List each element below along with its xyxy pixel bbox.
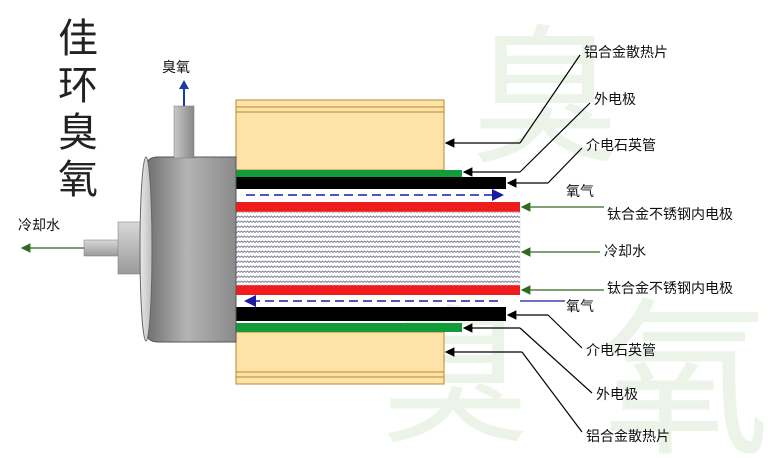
label-top-heatsink: 铝合金散热片 xyxy=(584,45,668,61)
quartz-tube-bottom xyxy=(236,307,506,321)
label-bottom-heatsink: 铝合金散热片 xyxy=(586,429,670,445)
inner-electrode-bottom xyxy=(236,285,520,295)
outer-electrode-top xyxy=(236,170,462,177)
brand-char: 环 xyxy=(58,63,98,109)
cooling-pipe xyxy=(83,221,149,275)
brand-char: 臭 xyxy=(58,110,98,156)
label-bottom-outer-electrode: 外电极 xyxy=(596,387,638,403)
brand-char: 佳 xyxy=(58,16,98,62)
heatsink-top xyxy=(235,99,445,171)
outer-electrode-bottom xyxy=(236,323,462,332)
quartz-tube-top xyxy=(236,177,506,189)
svg-text:臭: 臭 xyxy=(470,12,620,186)
label-bottom-oxygen: 氧气 xyxy=(566,299,594,315)
heatsink-bottom xyxy=(235,331,445,385)
label-top-oxygen: 氧气 xyxy=(566,184,594,200)
ozone-outlet-pipe xyxy=(173,80,195,159)
label-top-inner-electrode: 钛合金不锈钢内电极 xyxy=(607,207,733,223)
end-cap-cylinder xyxy=(139,156,237,343)
svg-text:氧: 氧 xyxy=(600,283,770,462)
label-top-quartz-tube: 介电石英管 xyxy=(586,137,656,154)
label-bottom-quartz-tube: 介电石英管 xyxy=(586,342,656,359)
label-cooling-water: 冷却水 xyxy=(604,244,646,260)
label-cooling-water-out: 冷却水 xyxy=(18,218,60,234)
label-top-outer-electrode: 外电极 xyxy=(594,92,636,108)
brand-title: 佳 环 臭 氧 xyxy=(58,16,98,203)
inner-electrode-top xyxy=(236,202,520,212)
label-bottom-inner-electrode: 钛合金不锈钢内电极 xyxy=(607,281,733,297)
cooling-water-core xyxy=(235,211,521,286)
label-ozone-out: 臭氧 xyxy=(162,60,190,76)
brand-char: 氧 xyxy=(58,157,98,203)
leader-lines xyxy=(444,54,604,433)
